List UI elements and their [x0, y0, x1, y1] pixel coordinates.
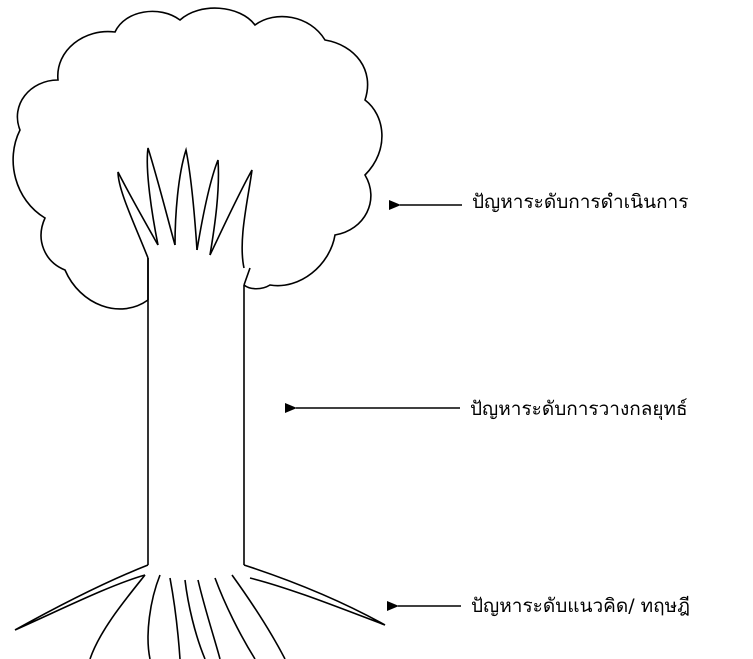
label-operational-level: ปัญหาระดับการดำเนินการ [472, 191, 689, 213]
label-strategic-level: ปัญหาระดับการวางกลยุทธ์ [470, 398, 688, 420]
tree-branches [117, 146, 253, 269]
tree-canopy [12, 7, 383, 310]
label-conceptual-level: ปัญหาระดับแนวคิด/ ทฤษฎี [471, 595, 690, 617]
tree-trunk [147, 258, 251, 565]
tree-roots [14, 564, 386, 659]
